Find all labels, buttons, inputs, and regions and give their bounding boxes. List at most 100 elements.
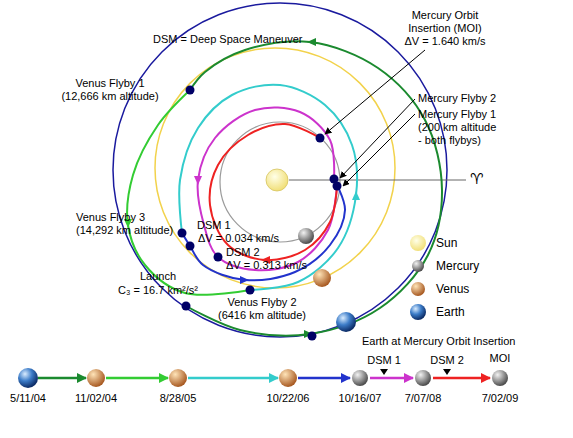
event-dot <box>308 332 317 341</box>
earth-orbit <box>113 3 447 337</box>
direction-arrow <box>352 191 360 200</box>
earth-symbol <box>336 312 356 332</box>
timeline-arrow <box>433 377 490 380</box>
direction-arrow <box>240 276 249 284</box>
annotation-label: Mercury Orbit Insertion (MOI) ΔV = 1.640… <box>402 9 488 48</box>
mercury-orbit <box>220 122 340 242</box>
event-date: 5/11/04 <box>10 392 46 405</box>
planet-icon <box>490 368 510 388</box>
planet-ball <box>169 369 187 387</box>
event-dot <box>178 229 187 238</box>
annotation-label: ΔV = 0.313 km/s <box>226 259 307 272</box>
trajectory-leg <box>179 85 357 290</box>
maneuver-label: DSM 2 <box>422 354 472 367</box>
planet-ball <box>415 370 431 386</box>
timeline-event: 7/02/09 <box>490 368 510 388</box>
annotation-label: Venus Flyby 3 (14,292 km altitude) <box>76 211 176 237</box>
trajectory-leg <box>186 41 442 335</box>
legend-entry: Mercury <box>408 256 479 276</box>
planet-ball <box>492 370 508 386</box>
event-dot <box>333 182 342 191</box>
planet-icon <box>18 368 38 388</box>
annotation-label: Launch <box>140 270 176 283</box>
trajectory-leg <box>182 179 345 280</box>
legend-symbol <box>408 233 428 253</box>
mercury-symbol <box>298 228 314 244</box>
timeline-event: 10/16/07 <box>350 368 370 388</box>
timeline-arrow <box>370 377 413 380</box>
event-date: 8/28/05 <box>160 392 197 405</box>
annotation-label: ΔV = 0.034 km/s <box>198 232 279 245</box>
event-date: 7/07/08 <box>405 392 442 405</box>
equinox-line <box>289 180 466 181</box>
annotation-label: DSM 1 <box>197 219 231 232</box>
planet-ball <box>18 368 38 388</box>
direction-arrow <box>307 38 316 46</box>
planet-icon <box>350 368 370 388</box>
maneuver-marker <box>380 369 388 375</box>
annotation-label: Earth at Mercury Orbit Insertion <box>362 335 515 348</box>
event-date: 11/02/04 <box>75 392 117 405</box>
annotation-label: DSM 2 <box>226 246 260 259</box>
event-date: 7/02/09 <box>482 392 519 405</box>
legend-text: Mercury <box>436 258 479 274</box>
sun-symbol <box>266 169 288 191</box>
event-dot <box>186 242 195 251</box>
leader-line <box>325 50 425 134</box>
annotation-label: Mercury Flyby 1 (200 km altitude - both … <box>418 108 501 147</box>
timeline-event: 10/22/06 <box>278 368 298 388</box>
annotation-label: Venus Flyby 1 (12,666 km altitude) <box>60 77 160 103</box>
trajectory-leg <box>198 107 337 270</box>
legend-entry: Sun <box>408 233 457 253</box>
leader-line <box>343 114 415 186</box>
event-dot <box>246 286 255 295</box>
timeline-event: 5/11/04 <box>18 368 38 388</box>
timeline-arrow <box>106 377 168 380</box>
annotation-label: MOI <box>480 352 520 365</box>
timeline-event: 7/07/08 <box>413 368 433 388</box>
annotation-label: Venus Flyby 2 (6416 km altitude) <box>216 296 308 322</box>
event-dot <box>182 302 191 311</box>
legend-entry: Venus <box>408 279 469 299</box>
maneuver-marker <box>443 369 451 375</box>
planet-ball <box>352 370 368 386</box>
venus-symbol <box>313 269 331 287</box>
timeline-arrow <box>298 377 350 380</box>
legend-text: Sun <box>436 235 457 251</box>
legend-text: Venus <box>436 281 469 297</box>
event-dot <box>214 253 223 262</box>
timeline-event: 8/28/05 <box>168 368 188 388</box>
legend-symbol <box>408 256 428 276</box>
legend-swatch <box>410 235 426 251</box>
planet-icon <box>413 368 433 388</box>
legend-swatch <box>410 304 426 320</box>
planet-icon <box>278 368 298 388</box>
event-date: 10/22/06 <box>267 392 310 405</box>
planet-ball <box>87 369 105 387</box>
leader-line <box>340 99 415 178</box>
legend-entry: Earth <box>408 302 465 322</box>
planet-icon <box>168 368 188 388</box>
legend-swatch <box>411 282 425 296</box>
maneuver-label: DSM 1 <box>359 354 409 367</box>
legend-swatch <box>412 260 424 272</box>
timeline-event: 11/02/04 <box>86 368 106 388</box>
timeline-arrow <box>38 377 86 380</box>
legend-text: Earth <box>436 304 465 320</box>
planet-icon <box>86 368 106 388</box>
legend-symbol <box>408 279 428 299</box>
timeline-arrow <box>188 377 278 380</box>
annotation-label: ♈ <box>470 170 483 188</box>
legend-symbol <box>408 302 428 322</box>
planet-ball <box>279 369 297 387</box>
direction-arrow <box>194 176 202 185</box>
annotation-label: DSM = Deep Space Maneuver <box>153 33 303 46</box>
event-dot <box>186 86 195 95</box>
event-date: 10/16/07 <box>339 392 382 405</box>
event-dot <box>316 134 325 143</box>
annotation-label: Mercury Flyby 2 <box>418 92 496 105</box>
annotation-label: C₃ = 16.7 km²/s² <box>118 284 198 297</box>
